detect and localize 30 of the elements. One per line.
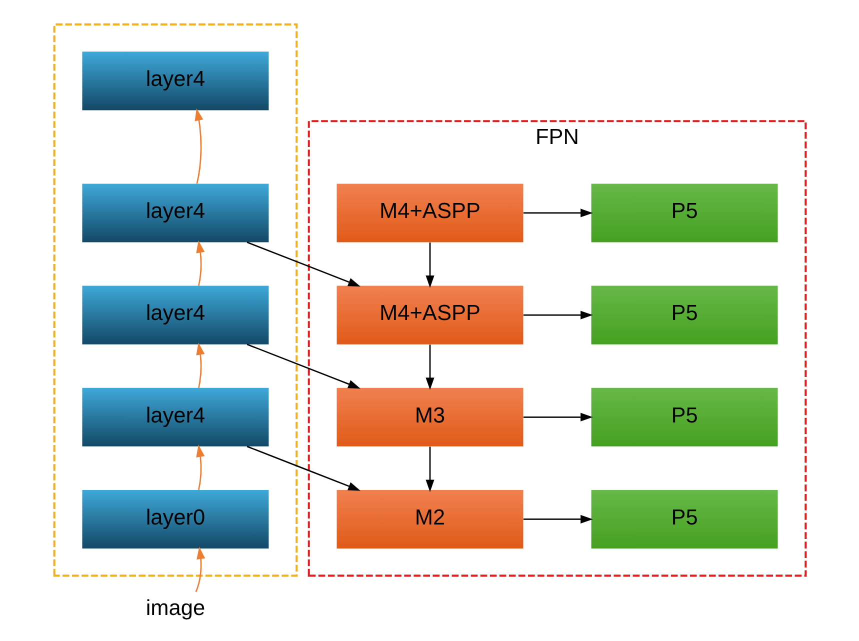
node-box: P5	[590, 184, 778, 242]
arrow	[246, 446, 360, 491]
arrow	[196, 444, 204, 490]
arrow	[425, 446, 434, 492]
arrow	[196, 240, 204, 286]
arrow	[425, 344, 434, 390]
arrow	[246, 344, 360, 389]
node-box: layer4	[82, 184, 268, 242]
arrow	[425, 242, 434, 288]
arrow	[194, 546, 205, 592]
arrow	[522, 412, 592, 422]
node-box: M4+ASPP	[336, 286, 523, 344]
arrow	[522, 514, 592, 524]
arrow	[194, 108, 203, 184]
arrow	[196, 342, 204, 388]
node-box: layer0	[82, 490, 268, 548]
node-box: M3	[336, 388, 523, 446]
node-box: layer4	[82, 388, 268, 446]
arrow	[522, 208, 592, 218]
node-box: M4+ASPP	[336, 184, 523, 242]
node-box: layer4	[82, 52, 268, 110]
node-box: P5	[590, 388, 778, 446]
node-box: M2	[336, 490, 523, 548]
node-box: P5	[590, 286, 778, 344]
node-box: layer4	[82, 286, 268, 344]
arrow	[522, 310, 592, 320]
arrow	[246, 242, 360, 287]
cluster	[52, 23, 298, 577]
node-text: image	[145, 594, 205, 620]
node-box: P5	[590, 490, 778, 548]
